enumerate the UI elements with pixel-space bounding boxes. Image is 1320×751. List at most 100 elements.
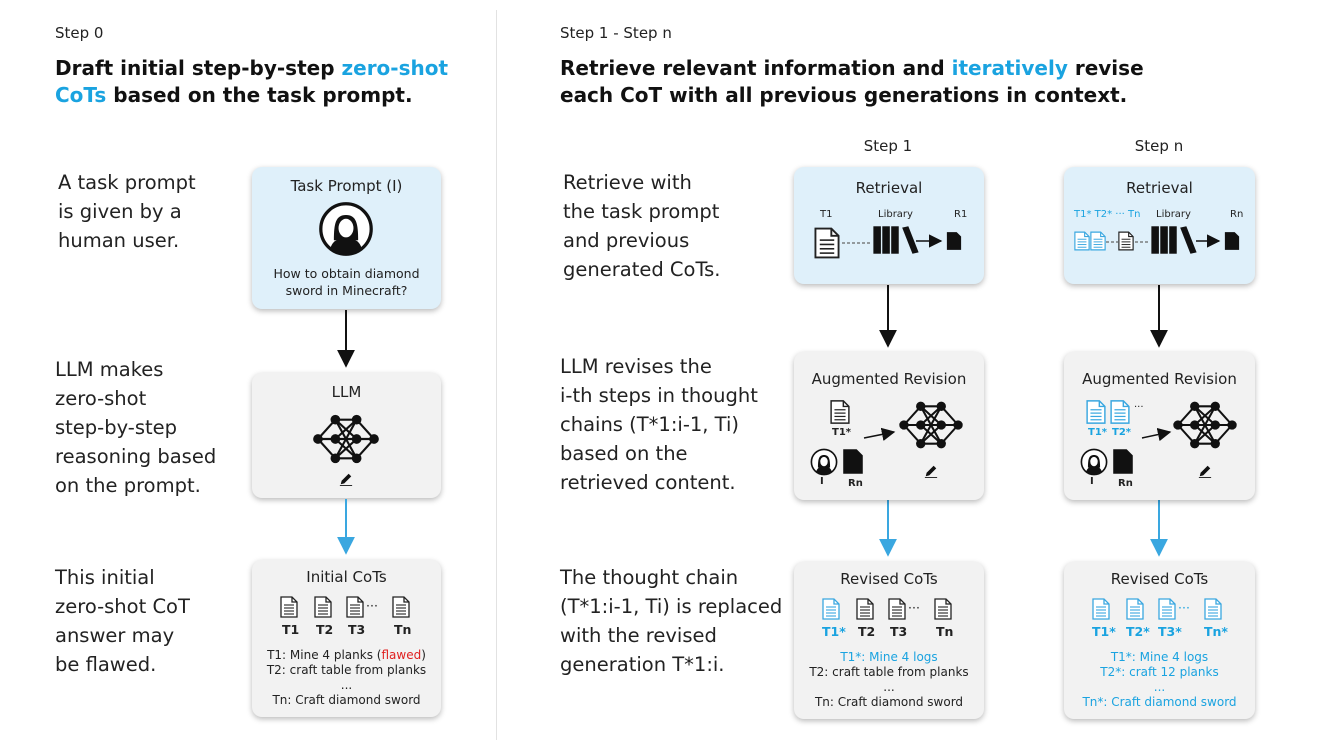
augmented-revision-title: Augmented Revision bbox=[811, 370, 967, 388]
desc-line: with the revised bbox=[560, 624, 717, 647]
pencil-icon bbox=[924, 464, 938, 478]
right-step-label: Step 1 - Step n bbox=[560, 24, 672, 42]
desc-line: retrieved content. bbox=[560, 471, 736, 494]
cot-line-1: T1: Mine 4 planks (flawed) bbox=[252, 648, 441, 663]
desc-line: generation T*1:i. bbox=[560, 653, 725, 676]
left-headline-highlight: zero-shot CoTs bbox=[55, 56, 449, 107]
library-icon bbox=[872, 221, 920, 259]
doc-label: T1* bbox=[832, 427, 852, 438]
right-headline-highlight: iteratively bbox=[951, 56, 1068, 80]
right-desc-2: LLM revises the i-th steps in thought ch… bbox=[560, 352, 758, 497]
cot-label: Tn bbox=[394, 622, 412, 637]
cot-line-2: T2*: craft 12 planks bbox=[1100, 665, 1219, 679]
retrieval-box-step-1: Retrieval T1 Library R1 bbox=[794, 167, 984, 284]
revision-flow bbox=[1141, 427, 1172, 442]
cot-line-text: ) bbox=[421, 648, 426, 662]
left-desc-3: This initial zero-shot CoT answer may be… bbox=[55, 563, 190, 679]
desc-line: A task prompt bbox=[58, 171, 196, 194]
revised-cots-lines: T1*: Mine 4 logs T2: craft table from pl… bbox=[794, 650, 984, 710]
doc-label: T2* bbox=[1112, 427, 1132, 438]
desc-line: i-th steps in thought bbox=[560, 384, 758, 407]
revised-cots-title: Revised CoTs bbox=[1110, 570, 1209, 588]
augmented-revision-box-step-n: Augmented Revision ··· T1* T2* I Rn bbox=[1064, 352, 1255, 500]
desc-line: answer may bbox=[55, 624, 175, 647]
retrieved-label: Rn bbox=[1118, 478, 1133, 489]
revised-cots-box-step-1: Revised CoTs ··· T1* T2 T3 Tn T1*: Mine … bbox=[794, 562, 984, 719]
desc-line: reasoning based bbox=[55, 445, 217, 468]
cot-line-3: Tn*: Craft diamond sword bbox=[1082, 695, 1237, 709]
desc-line: Retrieve with bbox=[563, 171, 692, 194]
right-headline-pre: Retrieve relevant information and bbox=[560, 56, 952, 80]
desc-line: based on the bbox=[560, 442, 688, 465]
column-step-1-title: Step 1 bbox=[863, 137, 913, 155]
document-icon bbox=[934, 598, 952, 620]
panel-divider bbox=[496, 10, 497, 740]
retrieved-label: Rn bbox=[848, 478, 863, 489]
cot-line-2: T2: craft table from planks bbox=[266, 663, 427, 677]
desc-line: generated CoTs. bbox=[563, 258, 721, 281]
desc-line: zero-shot CoT bbox=[55, 595, 190, 618]
cot-label: T2* bbox=[1126, 624, 1150, 639]
ellipsis: ··· bbox=[366, 598, 378, 613]
revised-cots-title: Revised CoTs bbox=[840, 570, 938, 588]
retrieval-flow bbox=[842, 234, 943, 248]
initial-cots-box: Initial CoTs ··· T1 T2 T3 Tn T1: Mine 4 … bbox=[252, 560, 441, 717]
cot-label: T2 bbox=[316, 622, 334, 637]
initial-cots-title: Initial CoTs bbox=[306, 568, 387, 586]
desc-line: The thought chain bbox=[560, 566, 739, 589]
cot-label: Tn* bbox=[1204, 624, 1228, 639]
cot-label: T3 bbox=[348, 622, 366, 637]
retrieved-label: R1 bbox=[954, 209, 968, 220]
cot-line-dots: ... bbox=[1153, 680, 1166, 694]
right-headline-post: revise each CoT with all previous genera… bbox=[560, 56, 1144, 107]
question-line: sword in Minecraft? bbox=[285, 283, 408, 298]
cot-label: Tn bbox=[936, 624, 954, 639]
retrieval-title: Retrieval bbox=[855, 179, 923, 197]
cot-line-3: Tn: Craft diamond sword bbox=[272, 693, 421, 707]
document-icon bbox=[1158, 598, 1176, 620]
llm-title: LLM bbox=[331, 383, 362, 401]
revised-cots-box-step-n: Revised CoTs ··· T1* T2* T3* Tn* T1*: Mi… bbox=[1064, 562, 1255, 719]
desc-line: on the prompt. bbox=[55, 474, 201, 497]
retrieval-title: Retrieval bbox=[1126, 179, 1193, 197]
augmented-revision-title: Augmented Revision bbox=[1082, 370, 1237, 388]
task-prompt-title: Task Prompt (I) bbox=[290, 177, 403, 195]
desc-line: human user. bbox=[58, 229, 180, 252]
ellipsis: ··· bbox=[908, 600, 920, 615]
left-headline-pre: Draft initial step-by-step bbox=[55, 56, 342, 80]
right-desc-1: Retrieve with the task prompt and previo… bbox=[563, 168, 721, 284]
task-prompt-question: How to obtain diamond sword in Minecraft… bbox=[252, 265, 441, 299]
retrieval-flow bbox=[1106, 234, 1221, 248]
desc-line: step-by-step bbox=[55, 416, 178, 439]
desc-line: This initial bbox=[55, 566, 155, 589]
desc-line: (T*1:i-1, Ti) is replaced bbox=[560, 595, 783, 618]
left-desc-2: LLM makes zero-shot step-by-step reasoni… bbox=[55, 355, 216, 500]
docs-label: T1* T2* ··· Tn bbox=[1074, 209, 1141, 220]
document-icon bbox=[1204, 598, 1222, 620]
document-icon bbox=[1126, 598, 1144, 620]
left-headline-post: based on the task prompt. bbox=[106, 83, 413, 107]
retrieved-label: Rn bbox=[1230, 209, 1244, 220]
cot-line-dots: ... bbox=[340, 678, 353, 692]
flawed-label: flawed bbox=[381, 648, 422, 662]
initial-cots-lines: T1: Mine 4 planks (flawed) T2: craft tab… bbox=[252, 648, 441, 708]
retrieved-doc-icon bbox=[946, 231, 962, 251]
cot-label: T1* bbox=[1092, 624, 1116, 639]
left-desc-1: A task prompt is given by a human user. bbox=[58, 168, 196, 255]
desc-line: zero-shot bbox=[55, 387, 147, 410]
retrieved-doc-icon bbox=[1224, 231, 1240, 251]
cot-label: T3* bbox=[1158, 624, 1182, 639]
neural-network-icon bbox=[1172, 397, 1238, 453]
arrow-inputs-to-llm bbox=[863, 427, 896, 442]
desc-line: is given by a bbox=[58, 200, 182, 223]
cot-label: T1* bbox=[822, 624, 846, 639]
revised-cots-lines: T1*: Mine 4 logs T2*: craft 12 planks ..… bbox=[1064, 650, 1255, 710]
retrieval-box-step-n: Retrieval T1* T2* ··· Tn Library Rn bbox=[1064, 167, 1255, 284]
neural-network-icon bbox=[898, 397, 964, 453]
library-icon bbox=[1150, 221, 1198, 259]
right-headline: Retrieve relevant information and iterat… bbox=[560, 55, 1180, 109]
cot-line-2: T2: craft table from planks bbox=[809, 665, 969, 679]
cot-label: T2 bbox=[858, 624, 876, 639]
left-headline: Draft initial step-by-step zero-shot CoT… bbox=[55, 55, 465, 109]
